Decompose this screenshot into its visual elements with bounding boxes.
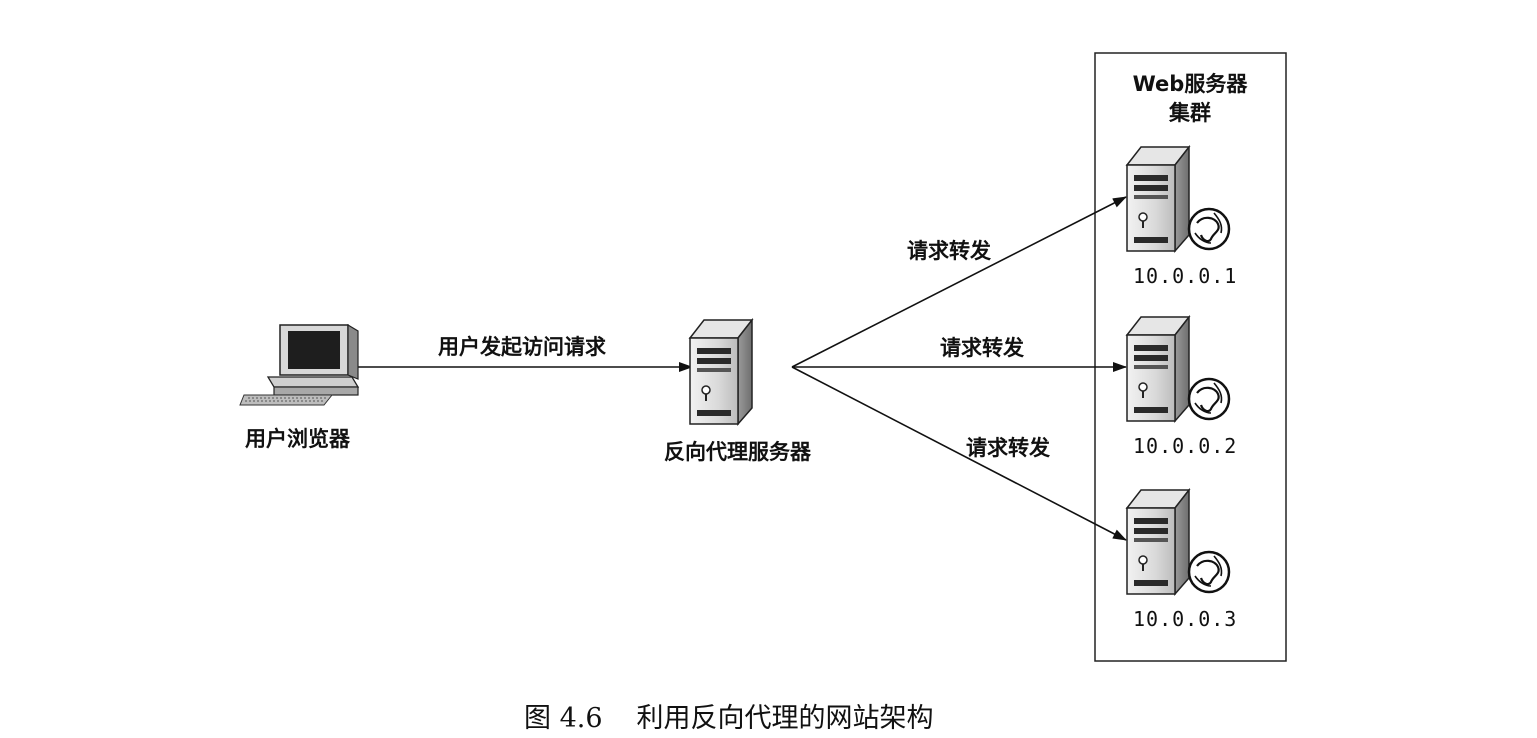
server-ip-1: 10.0.0.1 — [1133, 264, 1238, 288]
forward-label-1: 请求转发 — [907, 239, 991, 263]
forward-label-2: 请求转发 — [940, 336, 1024, 360]
cluster-title-line1: Web服务器 — [1132, 72, 1248, 96]
cluster-title-line2: 集群 — [1169, 101, 1211, 125]
web-server-icon — [1126, 146, 1231, 252]
forward-label-3: 请求转发 — [966, 436, 1050, 460]
request-label: 用户发起访问请求 — [438, 335, 606, 359]
server-cluster-box — [1094, 52, 1287, 662]
forward-arrow-1 — [791, 196, 1127, 368]
figure-number: 图 4.6 — [524, 703, 603, 734]
web-server-icon — [1126, 489, 1231, 595]
server-ip-3: 10.0.0.3 — [1133, 607, 1238, 631]
forward-arrow-3 — [791, 366, 1127, 541]
desktop-computer-icon — [239, 323, 360, 406]
web-server-icon — [1126, 316, 1231, 422]
figure-title: 利用反向代理的网站架构 — [636, 703, 934, 734]
client-label: 用户浏览器 — [245, 427, 350, 451]
server-ip-2: 10.0.0.2 — [1133, 434, 1238, 458]
proxy-label: 反向代理服务器 — [664, 440, 811, 464]
server-icon — [689, 319, 753, 425]
figure-caption: 图 4.6 利用反向代理的网站架构 — [524, 696, 934, 735]
cluster-title: Web服务器 集群 — [1105, 70, 1275, 128]
